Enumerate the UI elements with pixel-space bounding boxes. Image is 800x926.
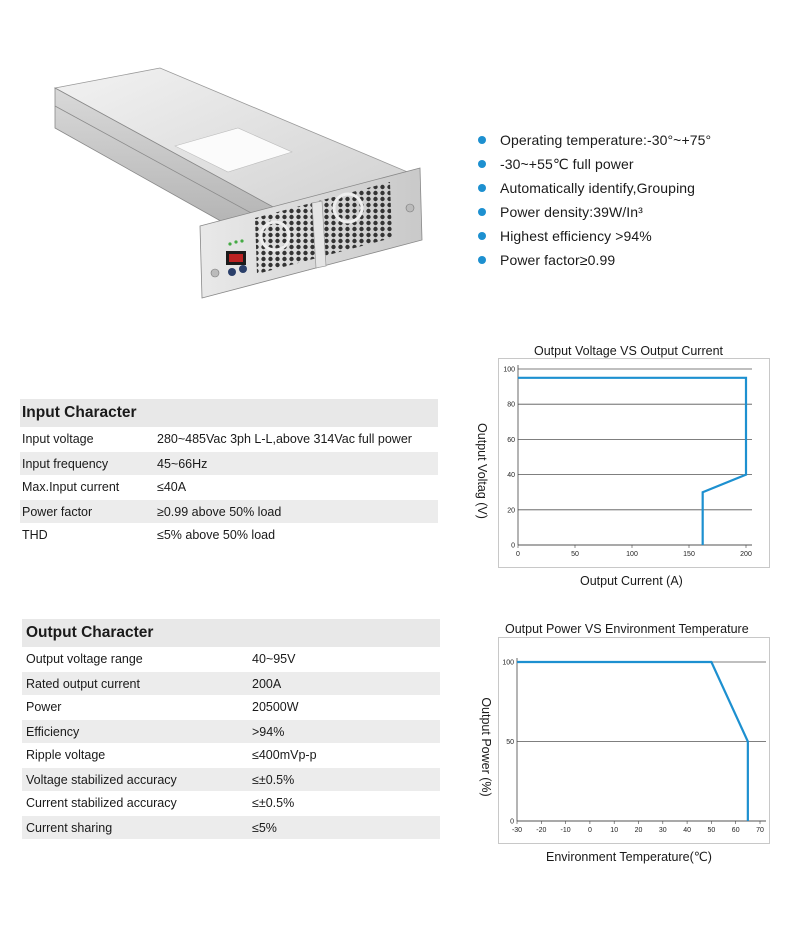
feature-text: Operating temperature:-30°~+75° <box>500 132 712 148</box>
feature-text: Highest efficiency >94% <box>500 228 652 244</box>
bullet-icon <box>478 136 486 144</box>
spec-label: Power factor <box>20 498 155 523</box>
feature-item: Operating temperature:-30°~+75° <box>478 128 711 152</box>
spec-label: Ripple voltage <box>26 747 106 762</box>
section-title: Input Character <box>20 399 438 427</box>
feature-item: -30~+55℃ full power <box>478 152 711 176</box>
y-axis-label: Output Power (%) <box>479 697 493 797</box>
spec-label: Voltage stabilized accuracy <box>22 766 250 791</box>
spec-label: Power <box>26 699 62 714</box>
bullet-icon <box>478 184 486 192</box>
chart-title: Output Power VS Environment Temperature <box>505 622 749 636</box>
spec-label: Output voltage range <box>26 651 143 666</box>
feature-item: Highest efficiency >94% <box>478 224 711 248</box>
input-character-table: Input Character Input voltage 280~485Vac … <box>20 399 438 547</box>
power-supply-product-image <box>53 67 423 299</box>
power-temperature-chart <box>498 637 770 844</box>
spec-label: Input voltage <box>22 431 94 446</box>
spec-value: >94% <box>250 718 440 743</box>
feature-item: Automatically identify,Grouping <box>478 176 711 200</box>
spec-value: ≤5% <box>250 814 440 839</box>
spec-value: 40~95V <box>252 651 296 666</box>
spec-label: Current stabilized accuracy <box>26 795 177 810</box>
spec-value: ≤5% above 50% load <box>157 528 276 542</box>
feature-item: Power density:39W/In³ <box>478 200 711 224</box>
bullet-icon <box>478 256 486 264</box>
spec-value: 280~485Vac 3ph L-L,above 314Vac full pow… <box>157 431 412 446</box>
spec-value: ≤±0.5% <box>252 795 295 810</box>
feature-list: Operating temperature:-30°~+75° -30~+55℃… <box>478 128 711 272</box>
bullet-icon <box>478 208 486 216</box>
feature-text: -30~+55℃ full power <box>500 156 634 172</box>
feature-text: Power factor≥0.99 <box>500 252 616 268</box>
x-axis-label: Output Current (A) <box>580 574 683 588</box>
spec-label: Max.Input current <box>22 479 120 494</box>
spec-value: ≤40A <box>157 479 187 494</box>
spec-value: 20500W <box>252 699 299 714</box>
spec-value: 200A <box>250 670 440 695</box>
spec-label: THD <box>22 528 48 542</box>
bullet-icon <box>478 232 486 240</box>
spec-value: 45~66Hz <box>155 450 438 475</box>
bullet-icon <box>478 160 486 168</box>
spec-label: Efficiency <box>22 718 250 743</box>
spec-value: ≤±0.5% <box>250 766 440 791</box>
voltage-current-chart <box>498 358 770 568</box>
spec-label: Input frequency <box>20 450 155 475</box>
feature-text: Power density:39W/In³ <box>500 204 643 220</box>
chart-title: Output Voltage VS Output Current <box>534 344 724 358</box>
feature-item: Power factor≥0.99 <box>478 248 711 272</box>
spec-label: Current sharing <box>22 814 250 839</box>
section-title: Output Character <box>22 619 440 647</box>
y-axis-label: Output Voltag (V) <box>475 423 489 519</box>
spec-value: ≥0.99 above 50% load <box>155 498 438 523</box>
output-character-table: Output Character Output voltage range 40~… <box>22 619 440 839</box>
spec-value: ≤400mVp-p <box>252 747 317 762</box>
spec-label: Rated output current <box>22 670 250 695</box>
feature-text: Automatically identify,Grouping <box>500 180 696 196</box>
x-axis-label: Environment Temperature(℃) <box>546 850 712 864</box>
